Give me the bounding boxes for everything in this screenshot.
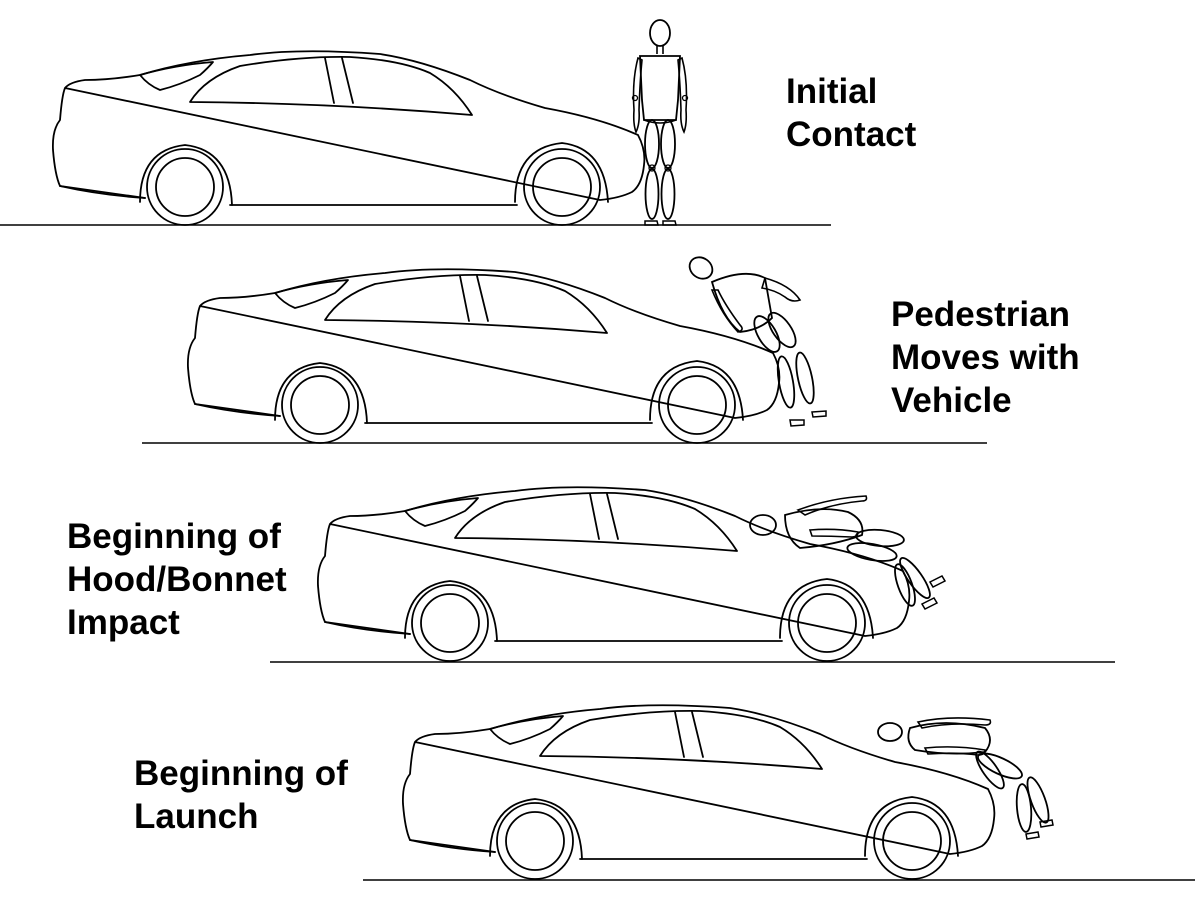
caption-initial-contact: Initial Contact xyxy=(786,70,916,156)
caption-line: Hood/Bonnet xyxy=(67,560,287,599)
caption-hood-bonnet-impact: Beginning of Hood/Bonnet Impact xyxy=(67,515,287,644)
caption-line: Moves with xyxy=(891,338,1080,377)
caption-line: Beginning of xyxy=(67,517,281,556)
pedestrian-standing xyxy=(631,19,689,226)
pedestrian-on-hood xyxy=(749,495,947,610)
caption-beginning-of-launch: Beginning of Launch xyxy=(134,752,348,838)
caption-line: Impact xyxy=(67,603,180,642)
caption-line: Contact xyxy=(786,115,917,154)
pedestrian-leaning xyxy=(688,256,827,427)
caption-line: Launch xyxy=(134,797,259,836)
caption-line: Vehicle xyxy=(891,381,1012,420)
pedestrian-launching xyxy=(877,717,1054,840)
car-4 xyxy=(401,704,996,880)
caption-line: Beginning of xyxy=(134,754,348,793)
caption-line: Initial xyxy=(786,72,878,111)
caption-line: Pedestrian xyxy=(891,295,1070,334)
caption-pedestrian-moves-with-vehicle: Pedestrian Moves with Vehicle xyxy=(891,293,1080,422)
